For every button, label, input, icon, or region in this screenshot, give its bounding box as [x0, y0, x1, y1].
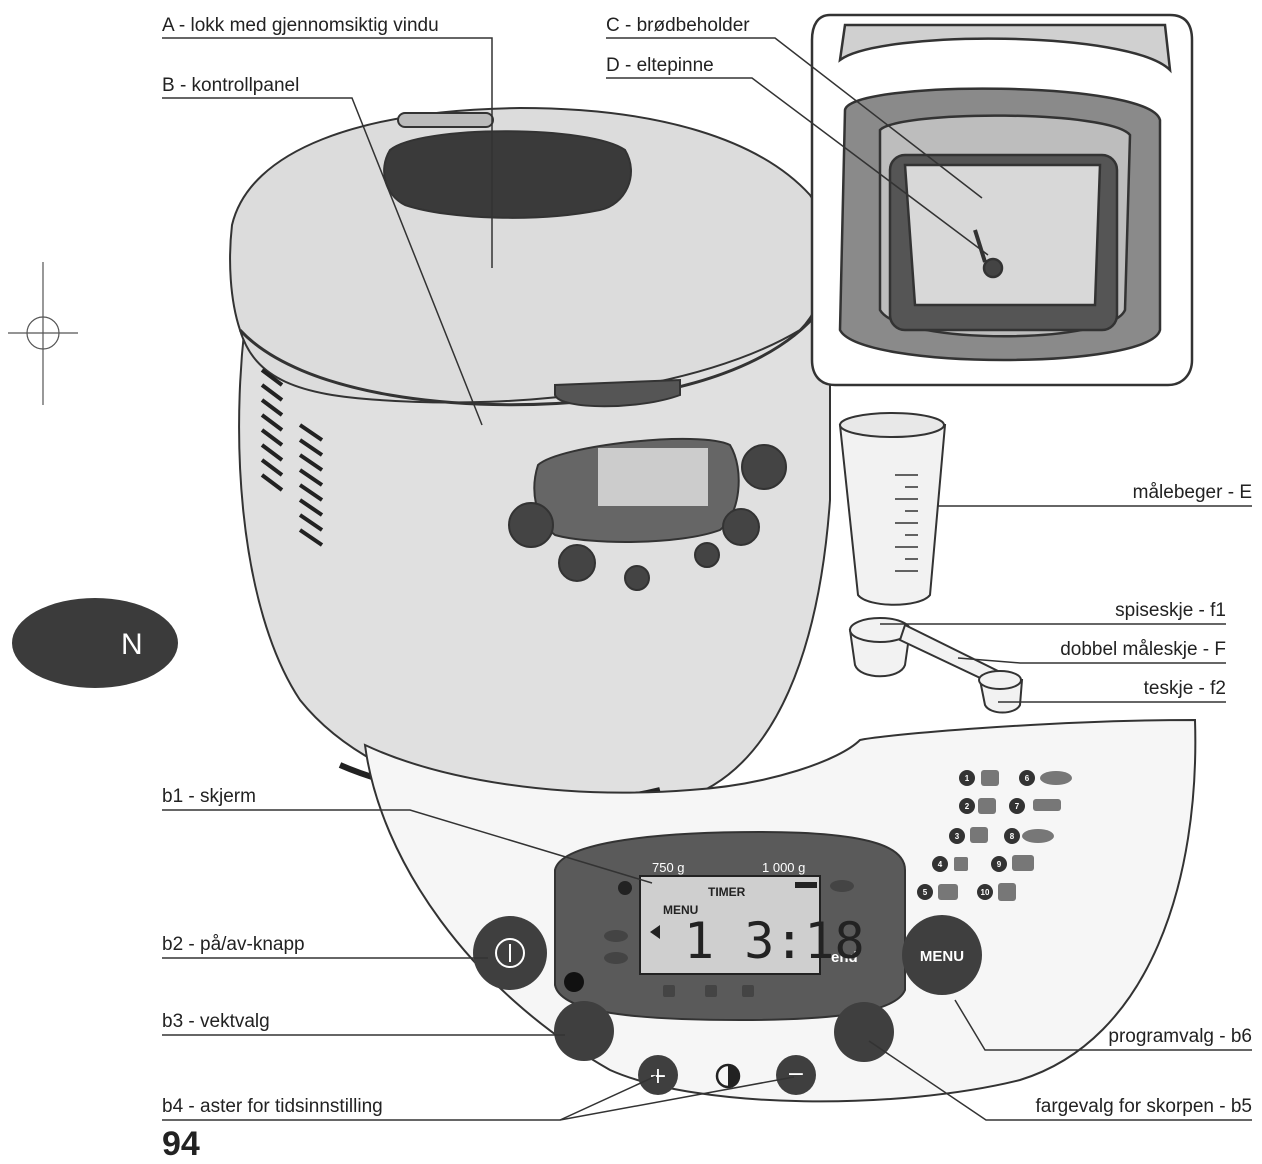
- lcd-digits: 1 3:18: [684, 912, 865, 970]
- timer-minus-button[interactable]: [776, 1055, 816, 1095]
- label-A-lid: A - lokk med gjennomsiktig vindu: [162, 15, 439, 36]
- open-machine-inset: [810, 13, 1194, 387]
- label-E-measuring-cup: målebeger - E: [1132, 482, 1252, 503]
- label-b2-power: b2 - på/av-knapp: [162, 934, 305, 955]
- crust-color-button[interactable]: [834, 1002, 894, 1062]
- label-b5-crust-color: fargevalg for skorpen - b5: [1035, 1096, 1252, 1117]
- label-f1-tablespoon: spiseskje - f1: [1115, 600, 1226, 621]
- menu-button[interactable]: [902, 915, 982, 995]
- lcd-screen: [639, 875, 821, 975]
- label-b4-timer-keys: b4 - aster for tidsinnstilling: [162, 1096, 383, 1117]
- program-number: 3: [955, 832, 960, 841]
- program-number: 2: [965, 802, 970, 811]
- registration-mark: [8, 262, 78, 405]
- weight-button[interactable]: [554, 1001, 614, 1061]
- menu-button-label: MENU: [920, 948, 964, 965]
- program-number: 7: [1015, 802, 1020, 811]
- svg-text:−: −: [787, 1062, 805, 1087]
- label-D-kneading-paddle: D - eltepinne: [606, 55, 714, 76]
- svg-text:+: +: [649, 1064, 667, 1089]
- lid: [229, 106, 830, 404]
- program-number: 10: [981, 888, 990, 897]
- weight-1000-label: 1 000 g: [762, 860, 805, 875]
- end-label: end: [831, 949, 858, 966]
- timer-plus-button[interactable]: [638, 1055, 678, 1095]
- program-icons: [917, 770, 1072, 901]
- label-B-control-panel: B - kontrollpanel: [162, 75, 300, 96]
- timer-label: TIMER: [708, 885, 746, 899]
- lcd-menu-label: MENU: [663, 903, 698, 917]
- leader-lines: [162, 37, 1252, 1121]
- label-f2-teaspoon: teskje - f2: [1143, 678, 1226, 699]
- lid-window: [383, 130, 632, 219]
- language-tab: [12, 598, 178, 688]
- bread-maker: [229, 106, 831, 813]
- label-C-bread-pan: C - brødbeholder: [606, 15, 750, 36]
- program-number: 8: [1010, 832, 1015, 841]
- label-b6-program: programvalg - b6: [1108, 1026, 1252, 1047]
- indicator-led: [564, 972, 584, 992]
- label-b3-weight: b3 - vektvalg: [162, 1011, 270, 1032]
- label-b1-screen: b1 - skjerm: [162, 786, 256, 807]
- program-number: 6: [1025, 774, 1030, 783]
- program-number: 9: [997, 860, 1002, 869]
- control-panel-detail: + −: [363, 718, 1197, 1103]
- program-number: 1: [965, 774, 970, 783]
- weight-750-label: 750 g: [652, 860, 685, 875]
- measuring-spoon: [848, 617, 1024, 714]
- program-number: 4: [938, 860, 943, 869]
- program-number: 5: [923, 888, 928, 897]
- label-F-double-spoon: dobbel måleskje - F: [1060, 639, 1226, 660]
- measuring-cup: [838, 412, 947, 606]
- language-tab-label: N: [121, 628, 143, 661]
- page-number: 94: [162, 1125, 200, 1163]
